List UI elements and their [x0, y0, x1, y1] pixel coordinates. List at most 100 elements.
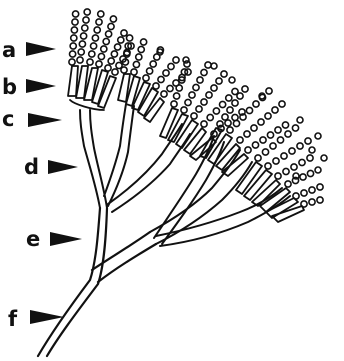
- conidium: [143, 75, 149, 81]
- conidium: [275, 173, 281, 179]
- arrow-e-icon: [50, 232, 82, 246]
- conidium: [69, 59, 75, 65]
- conidium: [229, 77, 235, 83]
- label-a: a: [2, 38, 56, 62]
- conidium: [233, 120, 239, 126]
- conidium: [292, 125, 298, 131]
- conidium: [246, 107, 252, 113]
- svg-text:c: c: [2, 107, 14, 131]
- conidium: [307, 170, 313, 176]
- conidium: [252, 142, 258, 148]
- conidium: [225, 120, 231, 126]
- conidium: [150, 61, 156, 67]
- conidium: [309, 199, 315, 205]
- conidium: [71, 35, 77, 41]
- conidium: [315, 167, 321, 173]
- conidium: [147, 68, 153, 74]
- conidium: [110, 16, 116, 22]
- conidium: [87, 59, 93, 65]
- conidium: [78, 49, 84, 55]
- conidium: [91, 43, 97, 49]
- conidium: [300, 174, 306, 180]
- conidium: [127, 35, 133, 41]
- conidium: [211, 63, 217, 69]
- conidium: [121, 67, 127, 73]
- conidium: [70, 51, 76, 57]
- conidium: [317, 197, 323, 203]
- conidium: [138, 46, 144, 52]
- conidium: [201, 99, 207, 105]
- conidium: [266, 88, 272, 94]
- conidium: [216, 78, 222, 84]
- conidium: [98, 53, 104, 59]
- conidium: [213, 108, 219, 114]
- conidium: [79, 41, 85, 47]
- conidium: [115, 44, 121, 50]
- conidium: [141, 39, 147, 45]
- conidium: [183, 57, 189, 63]
- conidia-chains: [69, 9, 327, 207]
- conidium: [83, 17, 89, 23]
- conidium: [277, 137, 283, 143]
- conidium: [81, 33, 87, 39]
- branches: [80, 104, 290, 246]
- conidium: [267, 132, 273, 138]
- conidium: [283, 168, 289, 174]
- conidium: [289, 148, 295, 154]
- conidium: [72, 19, 78, 25]
- conidium: [103, 38, 109, 44]
- conidium: [299, 159, 305, 165]
- conidium: [317, 184, 323, 190]
- conidium: [297, 143, 303, 149]
- conidium: [181, 107, 187, 113]
- conidium: [221, 71, 227, 77]
- conidium: [275, 127, 281, 133]
- conidium: [305, 138, 311, 144]
- conidium: [92, 35, 98, 41]
- conidium: [237, 93, 243, 99]
- conidium: [262, 149, 268, 155]
- conidium: [70, 43, 76, 49]
- conidium: [285, 131, 291, 137]
- conidium: [176, 85, 182, 91]
- conidium: [282, 122, 288, 128]
- label-e: e: [26, 227, 82, 251]
- conidium: [94, 27, 100, 33]
- svg-text:a: a: [2, 38, 16, 62]
- conidium: [315, 133, 321, 139]
- conidium: [106, 31, 112, 37]
- conidium: [185, 99, 191, 105]
- conidium: [205, 62, 211, 68]
- conidium: [108, 23, 114, 29]
- conidium: [133, 61, 139, 67]
- conidium: [196, 106, 202, 112]
- conidium: [174, 93, 180, 99]
- svg-text:f: f: [8, 307, 18, 331]
- conidium: [84, 9, 90, 15]
- conidium: [244, 131, 250, 137]
- conidium: [309, 147, 315, 153]
- conidium: [163, 70, 169, 76]
- conidiophore-stalk: [38, 208, 156, 356]
- conidium: [101, 46, 107, 52]
- conidium: [293, 193, 299, 199]
- conidium: [173, 57, 179, 63]
- conidium: [111, 51, 117, 57]
- conidium: [153, 83, 159, 89]
- conidium: [265, 163, 271, 169]
- conidium: [96, 19, 102, 25]
- conidium: [96, 61, 102, 67]
- conidium: [73, 11, 79, 17]
- conidium: [197, 77, 203, 83]
- conidium: [167, 85, 173, 91]
- arrow-c-icon: [28, 113, 62, 127]
- conidium: [201, 69, 207, 75]
- conidium: [189, 92, 195, 98]
- conidium: [309, 187, 315, 193]
- conidium: [191, 113, 197, 119]
- conidium: [307, 155, 313, 161]
- conidium: [227, 107, 233, 113]
- conidium: [281, 153, 287, 159]
- conidium: [161, 91, 167, 97]
